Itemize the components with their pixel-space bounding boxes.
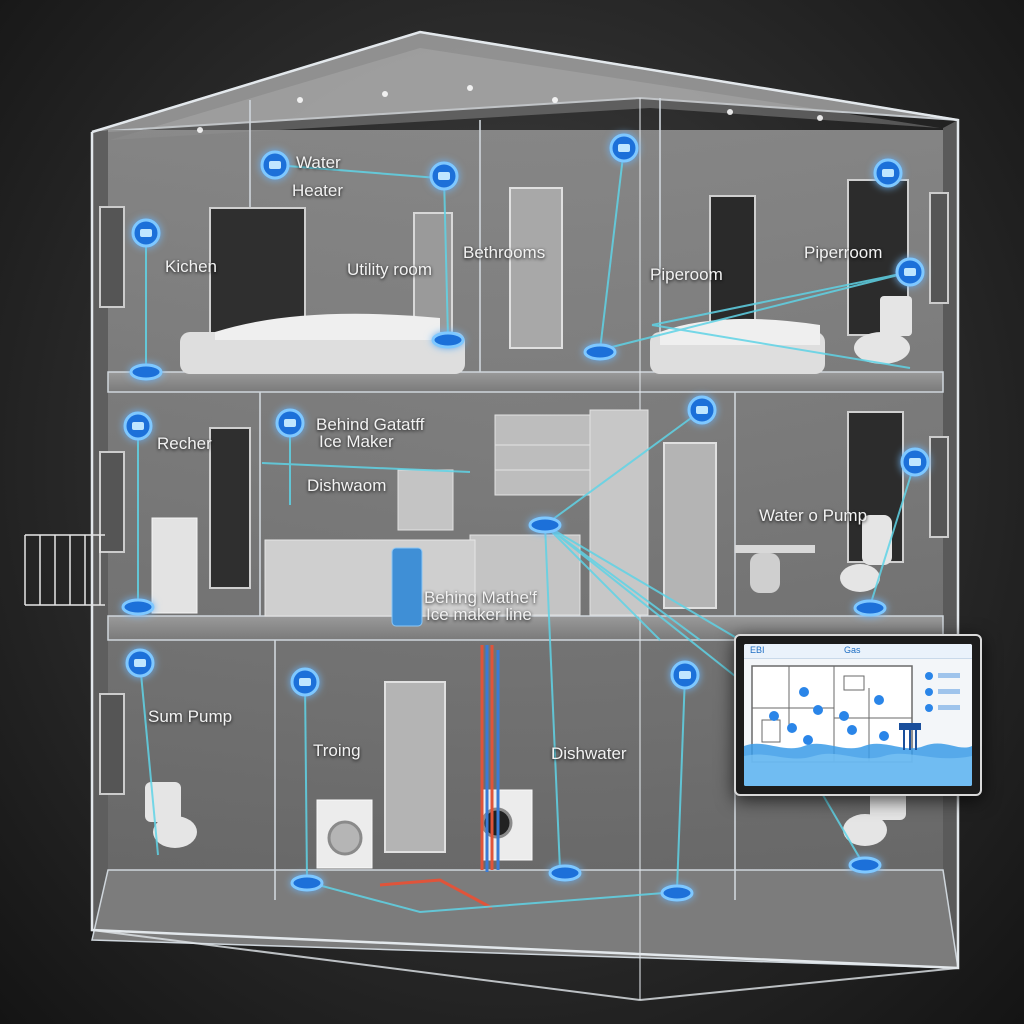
leak-sensor[interactable] [290, 667, 320, 697]
glass-frame-edge [91, 929, 641, 1001]
window [929, 192, 949, 304]
tablet-toolbar: ЕВI Gas [744, 644, 972, 659]
leak-sensor[interactable] [429, 161, 459, 191]
label-dishwater: Dishwater [551, 744, 627, 763]
floor-level-2 [107, 371, 944, 393]
label-recher: Recher [157, 434, 212, 453]
leak-sensor[interactable] [848, 856, 882, 874]
bed-right [650, 318, 825, 374]
label-sum-pump: Sum Pump [148, 707, 233, 726]
sensor-links [137, 147, 916, 914]
leak-sensor[interactable] [260, 150, 290, 180]
leak-sensor[interactable] [895, 257, 925, 287]
label-piperroom-right: Piperroom [804, 243, 883, 262]
toilet [840, 515, 892, 592]
cold-water-pipes [485, 645, 500, 872]
leak-sensor[interactable] [670, 660, 700, 690]
label-water-heater-line1: Water [296, 153, 341, 172]
leak-sensor[interactable] [131, 218, 161, 248]
building-structure [24, 30, 960, 1001]
label-dishwaom: Dishwaom [307, 476, 387, 495]
glass-frame-edge [639, 967, 959, 1001]
leak-sensor[interactable] [900, 447, 930, 477]
tablet-screen[interactable]: ЕВI Gas [744, 644, 972, 786]
hot-water-pipes [379, 645, 494, 910]
window [929, 436, 949, 538]
label-piperroom-middle: Piperoom [650, 265, 723, 284]
window [99, 451, 125, 553]
leak-sensor[interactable] [290, 874, 324, 892]
label-behind-gatatff-line1: Behind Gatatff [316, 415, 425, 434]
window [99, 206, 125, 308]
floorplan-sensors [769, 687, 889, 745]
fridge [151, 517, 198, 614]
tablet-tab-gas[interactable]: Gas [844, 645, 861, 655]
leak-sensor[interactable] [275, 408, 305, 438]
door [209, 427, 251, 589]
leak-sensors [121, 133, 930, 902]
water-softener-tank [391, 547, 423, 627]
ceiling-slab [110, 48, 940, 140]
washing-machine [481, 789, 533, 861]
leak-sensor[interactable] [873, 158, 903, 188]
leak-sensor[interactable] [548, 864, 582, 882]
leak-sensor[interactable] [853, 599, 887, 617]
leak-sensor[interactable] [660, 884, 694, 902]
tablet-side-icons[interactable] [925, 672, 960, 712]
balcony-railing [24, 534, 105, 606]
leak-sensor[interactable] [121, 598, 155, 616]
label-kitchen: Kichen [165, 257, 217, 276]
leak-sensor[interactable] [609, 133, 639, 163]
leak-sensor[interactable] [125, 648, 155, 678]
bed-left [180, 313, 465, 374]
pump-icon [899, 723, 921, 750]
toilet [843, 790, 906, 846]
monitoring-tablet[interactable]: ЕВI Gas [734, 634, 982, 796]
leak-sensor[interactable] [123, 411, 153, 441]
door [663, 442, 717, 609]
window [99, 693, 125, 795]
toilet [854, 296, 912, 364]
leak-sensor[interactable] [528, 516, 562, 534]
label-water-pump: Water o Pump [759, 506, 868, 525]
tablet-tab-left[interactable]: ЕВI [750, 645, 765, 655]
door [384, 681, 446, 853]
label-utility-room: Utility room [347, 260, 433, 279]
door [509, 187, 563, 349]
washing-machine [316, 799, 373, 869]
glass-frame [90, 30, 960, 970]
leak-sensor[interactable] [129, 363, 163, 381]
label-troing: Troing [313, 741, 361, 760]
label-behing-mathe-line1: Behing Mathe'f [424, 588, 537, 607]
tablet-floorplan[interactable] [744, 658, 972, 786]
door [209, 207, 306, 339]
label-behing-mathe-line2: Ice maker line [426, 605, 532, 624]
leak-sensor[interactable] [583, 343, 617, 361]
water-level-wave-light [744, 753, 972, 786]
leak-sensor[interactable] [431, 331, 465, 349]
ceiling-lights [197, 85, 823, 133]
leak-sensor[interactable] [687, 395, 717, 425]
dining-table [735, 545, 815, 593]
label-water-heater-line2: Heater [292, 181, 344, 200]
basement-floor [91, 869, 959, 969]
label-bathrooms: Bethrooms [463, 243, 546, 262]
label-behind-gatatff-line2: Ice Maker [319, 432, 394, 451]
